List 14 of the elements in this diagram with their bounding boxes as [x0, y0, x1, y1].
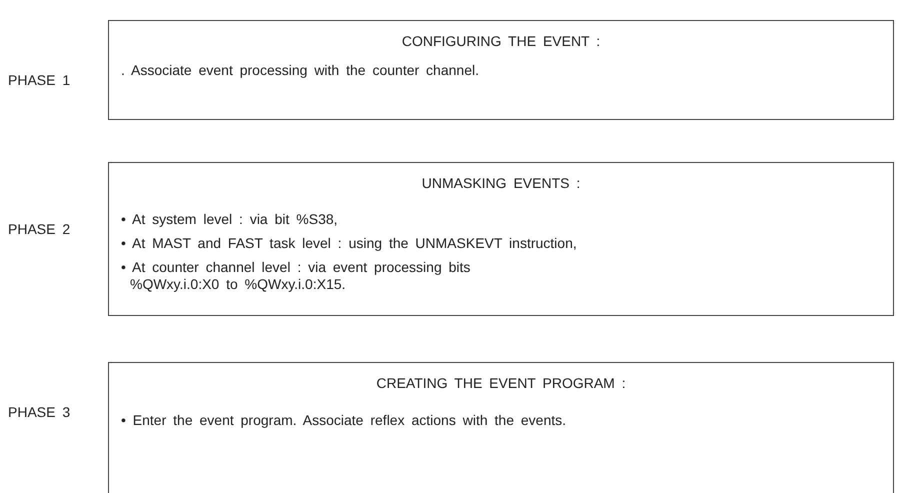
phase-box [108, 162, 894, 316]
box-heading: CONFIGURING THE EVENT : [400, 33, 602, 49]
phase-label: PHASE 2 [8, 221, 70, 237]
box-heading: CREATING THE EVENT PROGRAM : [375, 375, 627, 391]
step-text: . Associate event processing with the counter channel. [121, 62, 480, 79]
step-text: • At counter channel level : via event processing bits %QWxy.i.0:X0 to %QWxy.i.0:X15. [121, 259, 472, 293]
box-heading: UNMASKING EVENTS : [420, 175, 582, 191]
phase-box [108, 20, 894, 120]
step-text: • Enter the event program. Associate reflex actions with the events. [121, 412, 568, 429]
phase-label: PHASE 3 [8, 404, 70, 420]
step-text: • At system level : via bit %S38, [121, 211, 339, 228]
step-text: • At MAST and FAST task level : using the UNMASKEVT instruction, [121, 235, 578, 252]
phase-label: PHASE 1 [8, 72, 70, 88]
phase-box [108, 362, 894, 493]
